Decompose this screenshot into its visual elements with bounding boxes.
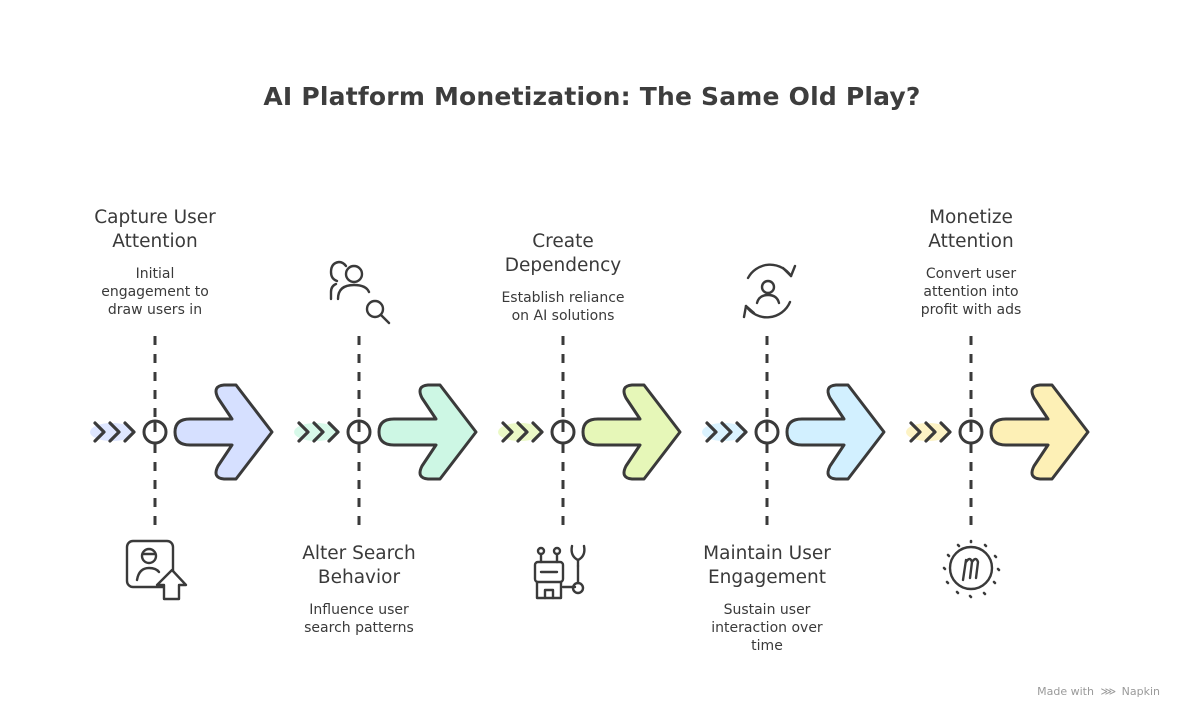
step-4-heading: Maintain User Engagement bbox=[703, 543, 831, 588]
footer-credit[interactable]: Made with ⋙ Napkin bbox=[1037, 685, 1160, 698]
step-1-heading: Capture User Attention bbox=[94, 207, 216, 252]
step-2-graphic bbox=[294, 336, 478, 530]
step-1-label: Capture User Attention Initial engagemen… bbox=[55, 206, 255, 319]
step-1-graphic bbox=[90, 336, 274, 530]
step-1-arrow bbox=[173, 383, 274, 481]
user-refresh-icon bbox=[742, 263, 797, 319]
page-title: AI Platform Monetization: The Same Old P… bbox=[263, 82, 921, 111]
user-upload-icon bbox=[125, 539, 188, 601]
step-5-description: Convert user attention into profit with … bbox=[920, 266, 1022, 318]
step-5-graphic bbox=[906, 336, 1090, 530]
step-4-description: Sustain user interaction over time bbox=[711, 602, 823, 654]
footer-brand: Napkin bbox=[1121, 685, 1160, 698]
step-2-label: Alter Search Behavior Influence user sea… bbox=[259, 542, 459, 637]
footer-made-with: Made with bbox=[1037, 685, 1094, 698]
step-2-chevrons bbox=[294, 421, 340, 443]
step-3-description: Establish reliance on AI solutions bbox=[501, 290, 625, 324]
step-2-heading: Alter Search Behavior bbox=[302, 543, 416, 588]
users-search-icon bbox=[329, 260, 391, 325]
step-4-graphic bbox=[702, 336, 886, 530]
step-1-chevrons bbox=[90, 421, 136, 443]
step-4-chevrons bbox=[702, 421, 748, 443]
step-2-arrow bbox=[377, 383, 478, 481]
step-3-arrow bbox=[581, 383, 682, 481]
step-3-chevrons bbox=[498, 421, 544, 443]
step-5-arrow bbox=[989, 383, 1090, 481]
step-3-graphic bbox=[498, 336, 682, 530]
step-2-description: Influence user search patterns bbox=[304, 602, 414, 636]
robot-wrench-icon bbox=[533, 544, 586, 600]
step-5-heading: Monetize Attention bbox=[928, 207, 1014, 252]
step-4-label: Maintain User Engagement Sustain user in… bbox=[667, 542, 867, 655]
step-1-description: Initial engagement to draw users in bbox=[101, 266, 209, 318]
napkin-logo-icon: ⋙ bbox=[1100, 685, 1117, 698]
ad-badge-icon bbox=[942, 539, 1001, 599]
step-3-label: Create Dependency Establish reliance on … bbox=[463, 230, 663, 325]
step-4-arrow bbox=[785, 383, 886, 481]
step-5-label: Monetize Attention Convert user attentio… bbox=[871, 206, 1071, 319]
step-5-chevrons bbox=[906, 421, 952, 443]
step-3-heading: Create Dependency bbox=[504, 231, 622, 276]
